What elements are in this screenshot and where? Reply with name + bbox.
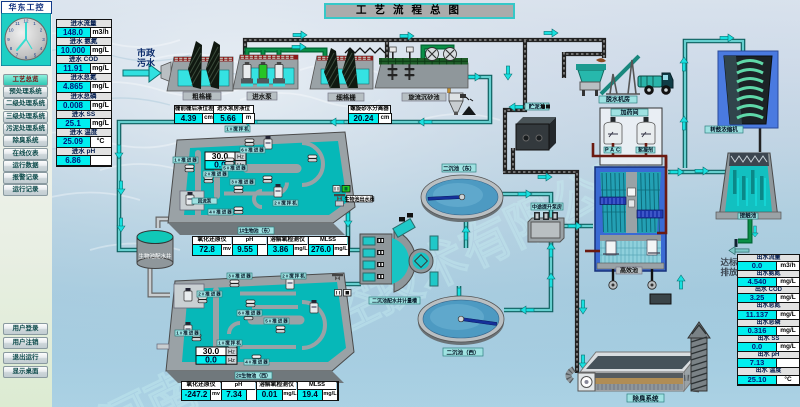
svg-text:5#推进器: 5#推进器 — [265, 317, 288, 324]
svg-text:1#搅拌机: 1#搅拌机 — [226, 125, 249, 132]
svg-text:贮泥池: 贮泥池 — [528, 102, 546, 110]
svg-text:转鼓浓缩机: 转鼓浓缩机 — [710, 125, 738, 133]
svg-text:6#推进器: 6#推进器 — [241, 146, 264, 153]
svg-text:6#推进器: 6#推进器 — [238, 309, 261, 316]
svg-text:二沉池（西）: 二沉池（西） — [447, 348, 480, 356]
svg-text:2#推进器: 2#推进器 — [204, 170, 227, 177]
svg-text:10: 10 — [8, 28, 14, 33]
svg-text:2: 2 — [40, 28, 43, 33]
svg-text:6: 6 — [25, 55, 28, 60]
svg-text:二沉池（东）: 二沉池（东） — [443, 164, 475, 172]
svg-text:加药间: 加药间 — [620, 108, 639, 116]
svg-text:粗格栅: 粗格栅 — [192, 91, 212, 100]
svg-text:进水泵: 进水泵 — [252, 91, 272, 100]
svg-text:4: 4 — [40, 46, 43, 51]
svg-text:1#推进器: 1#推进器 — [176, 329, 199, 336]
svg-text:2#生物池（西）: 2#生物池（西） — [236, 372, 271, 379]
svg-text:2#搅拌机: 2#搅拌机 — [274, 199, 297, 206]
svg-text:生物池配水井: 生物池配水井 — [138, 252, 172, 260]
svg-text:9: 9 — [7, 37, 10, 42]
svg-text:8: 8 — [10, 46, 13, 51]
svg-text:1#生物池（东）: 1#生物池（东） — [239, 227, 273, 234]
svg-text:细格栅: 细格栅 — [336, 92, 356, 101]
svg-text:Hz: Hz — [237, 155, 244, 161]
svg-text:Hz: Hz — [228, 358, 235, 364]
svg-text:接触池: 接触池 — [740, 211, 757, 219]
svg-text:5: 5 — [34, 53, 37, 58]
svg-text:11: 11 — [15, 21, 20, 26]
svg-text:脱水机房: 脱水机房 — [606, 95, 630, 103]
svg-text:絮凝剂: 絮凝剂 — [638, 146, 653, 153]
svg-text:PAC: PAC — [605, 147, 620, 153]
svg-text:Hz: Hz — [228, 350, 235, 356]
svg-text:3: 3 — [42, 37, 45, 42]
svg-text:12: 12 — [23, 19, 29, 24]
svg-text:7: 7 — [16, 53, 19, 58]
svg-text:二沉池配水井计量槽: 二沉池配水井计量槽 — [372, 297, 417, 304]
svg-text:4#推进器: 4#推进器 — [209, 208, 232, 215]
svg-text:1#推进器: 1#推进器 — [174, 156, 197, 163]
svg-text:1#搅拌机: 1#搅拌机 — [218, 339, 241, 346]
svg-text:0.0: 0.0 — [214, 160, 226, 170]
svg-text:旋流沉砂池: 旋流沉砂池 — [408, 93, 441, 101]
svg-text:高效池: 高效池 — [620, 266, 638, 274]
svg-text:除臭系统: 除臭系统 — [633, 393, 660, 402]
svg-text:2#推进器: 2#推进器 — [198, 290, 221, 297]
svg-text:4#推进器: 4#推进器 — [245, 358, 268, 365]
svg-text:中途提升泵房: 中途提升泵房 — [532, 203, 562, 210]
svg-text:30.0: 30.0 — [212, 151, 229, 161]
svg-text:3#推进器: 3#推进器 — [231, 178, 254, 185]
svg-text:5#推进器: 5#推进器 — [223, 164, 246, 171]
svg-text:1: 1 — [33, 21, 36, 26]
svg-text:生物池出水阀: 生物池出水阀 — [344, 196, 374, 203]
svg-text:3#推进器: 3#推进器 — [228, 272, 251, 279]
svg-text:0.0: 0.0 — [205, 355, 217, 365]
svg-text:回流泵: 回流泵 — [198, 197, 212, 204]
svg-text:30.0: 30.0 — [203, 346, 220, 356]
svg-text:2#搅拌机: 2#搅拌机 — [282, 272, 305, 279]
